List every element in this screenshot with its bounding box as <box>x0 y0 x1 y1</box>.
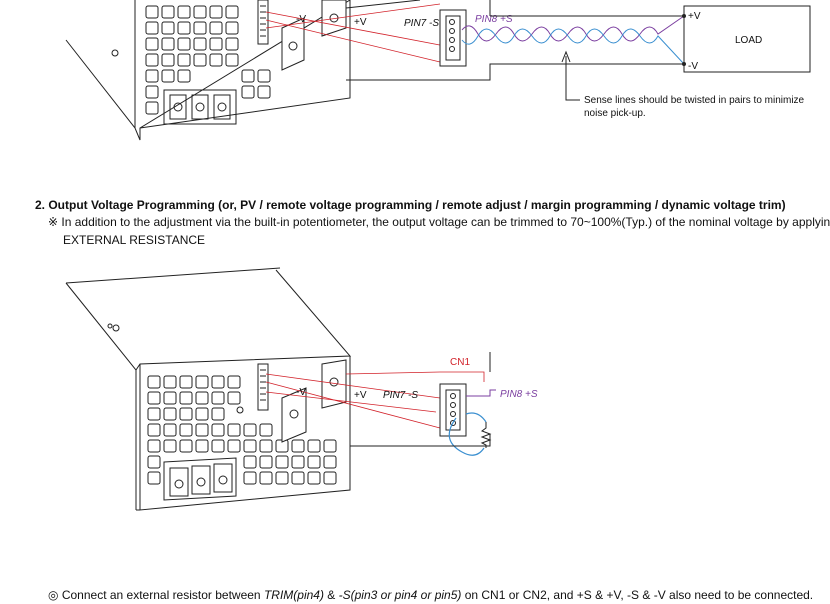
top-connector-strip <box>257 0 269 45</box>
load-plus-v-label: +V <box>688 11 701 22</box>
top-pin7-label: PIN7 -S <box>404 18 439 29</box>
bottom-cn1-connector <box>439 383 467 437</box>
footer-text-e: on CN1 or CN2, and +S & +V, -S & -V also… <box>461 588 814 602</box>
section2-heading: 2. Output Voltage Programming (or, PV / … <box>35 198 786 212</box>
top-pin8-label: PIN8 +S <box>475 14 513 25</box>
bottom-plus-v-label: +V <box>354 390 367 401</box>
sense-note-line2: noise pick-up. <box>584 108 646 119</box>
top-vent-grid <box>145 5 271 115</box>
top-terminal-block <box>163 89 237 125</box>
top-load-wires <box>345 0 684 81</box>
load-minus-v-label: -V <box>688 61 698 72</box>
bottom-pin8-label: PIN8 +S <box>500 389 538 400</box>
load-box <box>683 5 811 73</box>
note-symbol: ※ <box>48 215 59 229</box>
footer-text-b: TRIM(pin4) <box>263 588 324 602</box>
load-label: LOAD <box>735 35 762 46</box>
footer-text-a: Connect an external resistor between <box>61 588 264 602</box>
footer-note: ◎ Connect an external resistor between T… <box>48 586 813 604</box>
cn1-label: CN1 <box>450 357 470 368</box>
section2-note-line2: EXTERNAL RESISTANCE <box>63 233 206 247</box>
bottom-vent-grid <box>147 375 337 485</box>
bottom-purple-sense-wire <box>466 389 496 397</box>
top-psu-housing <box>65 0 351 141</box>
note-text: In addition to the adjustment via the bu… <box>61 215 830 229</box>
bottom-pin7-label: PIN7 -S <box>383 390 418 401</box>
section2-note-line1: ※ In addition to the adjustment via the … <box>48 213 830 231</box>
bottom-blue-wire <box>448 412 487 456</box>
bottom-output-wires <box>350 352 491 447</box>
top-mount-hole <box>111 49 119 57</box>
top-twisted-sense-lines <box>461 15 685 65</box>
external-resistor <box>480 422 492 448</box>
top-plus-busbar <box>321 0 347 37</box>
bottom-connector-strip <box>257 363 269 411</box>
footer-symbol: ◎ <box>48 588 59 602</box>
bottom-psu-housing <box>65 267 352 511</box>
top-cn-connector <box>439 9 467 67</box>
top-minus-busbar <box>281 17 305 71</box>
bottom-minus-busbar <box>281 387 307 443</box>
bottom-plus-busbar <box>321 359 347 409</box>
footer-text-c: & <box>323 588 339 602</box>
top-minus-v-label: -V <box>296 14 306 25</box>
top-plus-v-label: +V <box>354 17 367 28</box>
sense-note-pointer <box>561 50 580 101</box>
bottom-terminal-block <box>163 457 237 501</box>
bottom-minus-v-label: -V <box>296 387 306 398</box>
top-diagram: -V +V PIN7 -S PIN8 +S +V -V LOAD Sense l… <box>65 0 811 141</box>
sense-note-line1: Sense lines should be twisted in pairs t… <box>584 95 805 106</box>
bottom-red-wires <box>265 371 485 429</box>
top-red-wires <box>265 3 446 63</box>
footer-text-d: -S(pin3 or pin4 or pin5) <box>338 588 462 602</box>
